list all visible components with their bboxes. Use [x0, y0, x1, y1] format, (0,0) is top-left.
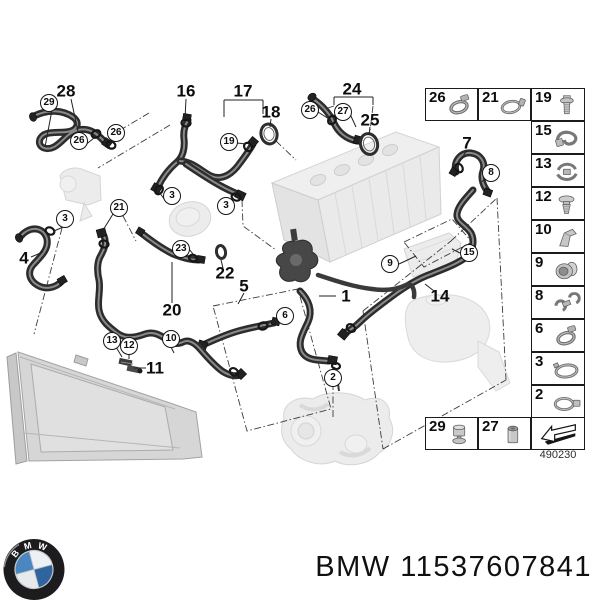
engine-block-ghost	[270, 131, 442, 263]
bracket-clip-icon	[550, 224, 583, 251]
legend-cell-27: 27	[478, 417, 531, 450]
logo-letter-m: M	[23, 540, 33, 552]
callout-circled-29: 29	[40, 94, 58, 112]
legend-cell-direction	[531, 417, 585, 450]
bmw-logo: B M W	[3, 539, 65, 600]
water-pump-ghost	[168, 201, 212, 237]
expansion-tank-ghost	[404, 294, 511, 392]
drawing-number: 490230	[539, 449, 577, 461]
legend-num-29: 29	[429, 418, 446, 435]
callout-circled-27: 27	[334, 103, 352, 121]
direction-arrow-icon	[534, 421, 583, 447]
legend-cell-29: 29	[425, 417, 478, 450]
logo-letter-b: B	[9, 548, 21, 560]
legend-cell-13: 13	[531, 154, 585, 187]
ring-clamp-icon	[496, 92, 529, 119]
callout-circled-8: 8	[482, 164, 500, 182]
callout-28: 28	[56, 81, 76, 101]
legend-num-2: 2	[535, 386, 544, 403]
band-clamp-icon	[550, 356, 583, 383]
callout-20: 20	[162, 300, 182, 320]
callout-16: 16	[176, 81, 196, 101]
seal-housing-icon	[550, 257, 583, 284]
part-number-caption: BMW 11537607841	[315, 551, 592, 583]
radiator-bracket	[118, 357, 143, 374]
callout-5: 5	[239, 276, 249, 296]
callout-circled-2: 2	[324, 369, 342, 387]
callout-1: 1	[341, 286, 351, 306]
flange-bolt-icon	[550, 92, 583, 119]
double-holder-icon	[550, 290, 583, 317]
callout-circled-6: 6	[276, 307, 294, 325]
callout-4: 4	[19, 248, 29, 268]
legend-num-12: 12	[535, 188, 552, 205]
legend-num-9: 9	[535, 254, 544, 271]
callout-circled-26b: 26	[107, 124, 125, 142]
callout-24: 24	[342, 79, 362, 99]
pump-housing-ghost	[281, 392, 394, 466]
legend-num-21: 21	[482, 89, 499, 106]
legend-num-26: 26	[429, 89, 446, 106]
callout-circled-23: 23	[172, 240, 190, 258]
legend-cell-21: 21	[478, 88, 531, 121]
worm-clamp-icon	[550, 323, 583, 350]
legend-cell-15: 15	[531, 121, 585, 154]
legend-cell-6: 6	[531, 319, 585, 352]
callout-22: 22	[215, 263, 235, 283]
leader-lines	[30, 96, 487, 372]
callout-circled-10: 10	[162, 330, 180, 348]
callout-14: 14	[430, 286, 450, 306]
legend-num-19: 19	[535, 89, 552, 106]
legend-num-10: 10	[535, 221, 552, 238]
mount-grommet-icon	[443, 421, 476, 448]
legend-num-15: 15	[535, 122, 552, 139]
holder-clip-icon	[550, 125, 583, 152]
callout-circled-19: 19	[220, 133, 238, 151]
legend-cell-3: 3	[531, 352, 585, 385]
clamp-clip-icon	[550, 158, 583, 185]
legend-num-13: 13	[535, 155, 552, 172]
callout-circled-3c: 3	[56, 210, 74, 228]
callout-circled-9: 9	[381, 255, 399, 273]
legend-cell-12: 12	[531, 187, 585, 220]
group-box-14	[362, 197, 507, 450]
callout-circled-26a: 26	[70, 132, 88, 150]
push-rivet-icon	[550, 191, 583, 218]
legend-num-3: 3	[535, 353, 544, 370]
callout-7: 7	[462, 133, 472, 153]
legend-cell-19: 19	[531, 88, 585, 121]
legend-cell-9: 9	[531, 253, 585, 286]
legend-cell-26: 26	[425, 88, 478, 121]
callout-25: 25	[360, 110, 380, 130]
callout-11: 11	[146, 358, 164, 378]
legend-cell-8: 8	[531, 286, 585, 319]
callout-18: 18	[261, 102, 281, 122]
callout-circled-13: 13	[103, 332, 121, 350]
legend-num-8: 8	[535, 287, 544, 304]
callout-circled-3a: 3	[163, 187, 181, 205]
callout-circled-26c: 26	[301, 101, 319, 119]
logo-letter-w: W	[37, 540, 49, 552]
callout-circled-3b: 3	[217, 197, 235, 215]
radiator-ghost	[6, 351, 203, 465]
worm-clamp-icon	[443, 92, 476, 119]
callout-circled-15: 15	[460, 244, 478, 262]
socket-plug-icon	[496, 421, 529, 448]
legend-num-6: 6	[535, 320, 544, 337]
legend-cell-10: 10	[531, 220, 585, 253]
coolant-flange-ghost	[59, 167, 102, 222]
tab-clamp-icon	[550, 389, 583, 416]
callout-17: 17	[233, 81, 253, 101]
group-box-5	[212, 288, 332, 432]
callout-circled-21: 21	[110, 199, 128, 217]
callout-circled-12: 12	[120, 337, 138, 355]
legend-cell-2: 2	[531, 385, 585, 418]
legend-num-27: 27	[482, 418, 499, 435]
